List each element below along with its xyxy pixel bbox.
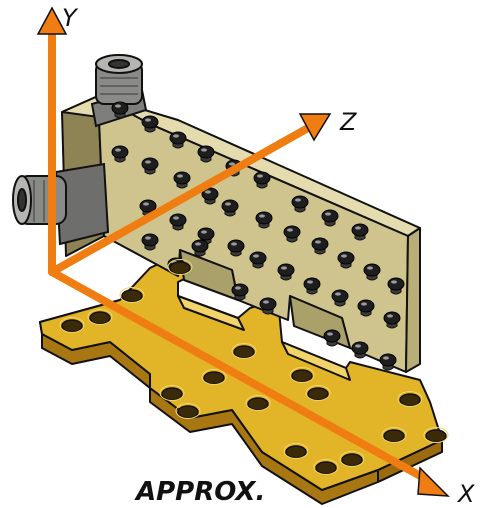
mounting-hole-rim	[201, 369, 227, 385]
mounting-hole-icon	[177, 405, 199, 419]
mounting-hole-icon	[169, 261, 191, 275]
y-axis-label: Y	[62, 4, 79, 32]
mounting-hole-icon	[291, 369, 313, 383]
screw-icon	[323, 329, 341, 347]
screw-icon	[249, 251, 267, 269]
screw-icon	[197, 145, 215, 163]
mounting-holes	[59, 259, 449, 475]
mounting-hole-icon	[425, 429, 447, 443]
screw-icon	[277, 263, 295, 281]
screw-icon	[351, 341, 369, 359]
screw-icon	[111, 145, 129, 163]
mounting-hole-icon	[89, 311, 111, 325]
screw-icon	[321, 209, 339, 227]
y-axis-arrowhead	[36, 6, 68, 35]
screw-icon	[111, 101, 129, 119]
mounting-hole-icon	[161, 387, 183, 401]
mounting-hole-rim	[381, 427, 407, 443]
screw-icon	[311, 237, 329, 255]
screw-icon	[351, 223, 369, 241]
screw-icon	[259, 297, 277, 315]
x-axis-line	[48, 268, 428, 482]
mounting-plate	[39, 239, 443, 505]
screw-icon	[383, 311, 401, 329]
screw-icon	[337, 251, 355, 269]
mounting-hole-rim	[397, 391, 423, 407]
mounting-hole-icon	[61, 319, 83, 333]
screw-icon	[303, 277, 321, 295]
body-right-face	[405, 227, 421, 373]
screw-icon	[221, 199, 239, 217]
mounting-hole-rim	[175, 403, 201, 419]
screw-icon	[141, 233, 159, 251]
mounting-hole-rim	[423, 427, 449, 443]
plate-notch-2	[281, 341, 351, 381]
mounting-hole-icon	[285, 445, 307, 459]
mounting-hole-rim	[231, 343, 257, 359]
plate-notch-1	[177, 295, 245, 331]
screw-icon	[283, 225, 301, 243]
screw-icon	[255, 211, 273, 229]
mounting-hole-rim	[289, 367, 315, 383]
screw-icon	[357, 299, 375, 317]
mounting-hole-rim	[313, 459, 339, 475]
z-axis-line	[48, 124, 312, 276]
screw-icon	[169, 213, 187, 231]
mounting-hole-icon	[307, 387, 329, 401]
mounting-hole-icon	[121, 289, 143, 303]
mounting-hole-icon	[233, 345, 255, 359]
coordinate-axes	[36, 6, 450, 497]
mounting-hole-rim	[167, 259, 193, 275]
mounting-hole-rim	[245, 395, 271, 411]
mounting-hole-rim	[339, 451, 365, 467]
screw-icon	[253, 171, 271, 189]
screw-icon	[201, 187, 219, 205]
screw-icon	[331, 289, 349, 307]
screw-icon	[227, 239, 245, 257]
screw-icon	[191, 239, 209, 257]
mounting-hole-rim	[283, 443, 309, 459]
mounting-hole-icon	[247, 397, 269, 411]
screw-icon	[141, 115, 159, 133]
z-axis-label: Z	[339, 108, 357, 136]
mounting-hole-rim	[87, 309, 113, 325]
side-connector	[12, 162, 110, 246]
screw-icon	[291, 195, 309, 213]
mounting-hole-rim	[305, 385, 331, 401]
approx-caption: APPROX.	[134, 477, 265, 507]
screw-icon	[387, 277, 405, 295]
screw-icon	[363, 263, 381, 281]
screw-icon	[169, 131, 187, 149]
mounting-hole-icon	[203, 371, 225, 385]
z-axis-arrowhead	[298, 113, 332, 142]
mounting-hole-icon	[341, 453, 363, 467]
screw-icon	[231, 283, 249, 301]
screw-icon	[173, 171, 191, 189]
mounting-hole-icon	[315, 461, 337, 475]
mounting-hole-icon	[399, 393, 421, 407]
x-axis-label: X	[456, 480, 475, 508]
mounting-hole-icon	[383, 429, 405, 443]
mounting-hole-rim	[119, 287, 145, 303]
x-axis-arrowhead	[417, 466, 450, 497]
screw-icon	[379, 353, 397, 371]
mounting-hole-rim	[159, 385, 185, 401]
screw-icon	[141, 157, 159, 175]
mounting-hole-rim	[59, 317, 85, 333]
